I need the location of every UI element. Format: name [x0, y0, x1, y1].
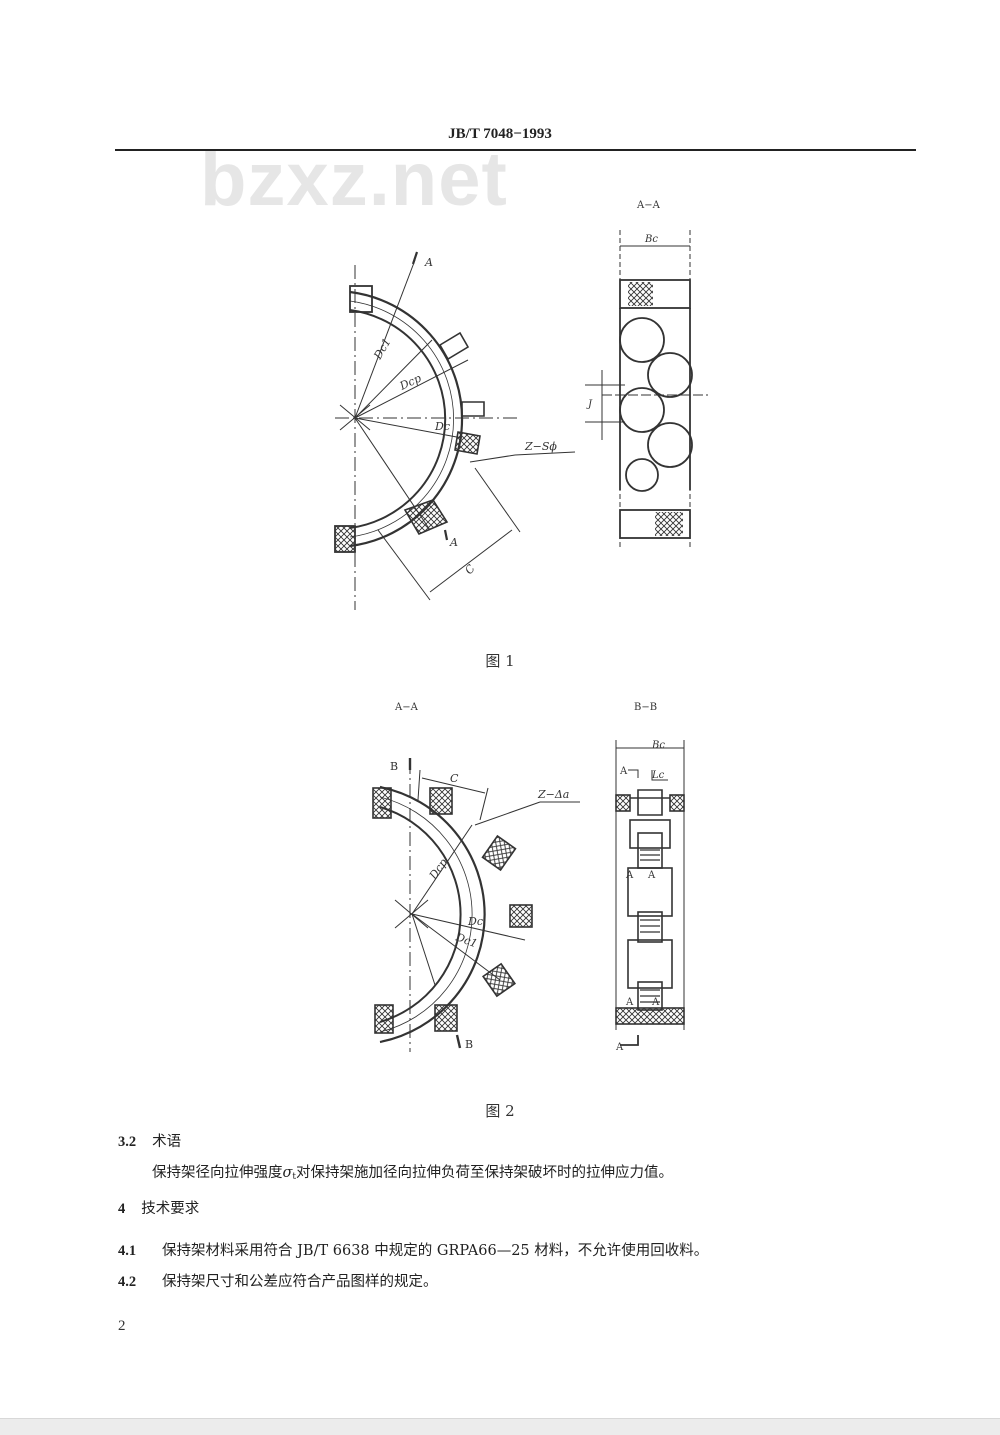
section-4-heading: 4 技术要求	[118, 1197, 199, 1218]
section-title: 技术要求	[141, 1201, 200, 1217]
figure-1-caption: 图 1	[485, 652, 515, 670]
figure-2-section-view: B−B Bc Lc A A A A	[590, 690, 710, 1060]
clause-number: 4.1	[118, 1243, 137, 1259]
dim-dc: Dc	[434, 420, 450, 433]
section-mark-b-top: B	[390, 760, 398, 773]
section-title: 术语	[152, 1134, 182, 1150]
dim-dc-fig2: Dc	[467, 915, 483, 928]
section-title-a-a-fig2: A−A	[394, 702, 419, 713]
dim-dc1: Dc1	[371, 336, 394, 362]
section-mark-a-1: A	[619, 766, 628, 777]
header-rule	[115, 149, 916, 151]
section-title-b-b: B−B	[634, 702, 657, 713]
figure-2-main-view: A−A B	[340, 690, 600, 1060]
definition-text: 对保持架施加径向拉伸负荷至保持架破坏时的拉伸应力值。	[296, 1165, 674, 1181]
dim-c-fig2: C	[450, 772, 459, 785]
watermark: bzxz.net	[200, 137, 508, 222]
callout-z-s: Z−Sϕ	[524, 440, 557, 453]
section-title-a-a: A−A	[636, 200, 661, 211]
callout-z-delta-a: Z−Δa	[537, 788, 569, 801]
dim-bc: Bc	[644, 234, 658, 245]
sigma-symbol: σ	[282, 1165, 293, 1181]
clause-number: 4.2	[118, 1274, 137, 1290]
section-mark-a-4: A	[625, 997, 634, 1008]
section-3-2-heading: 3.2 术语	[118, 1130, 181, 1151]
section-mark-a-3: A	[647, 870, 656, 881]
section-mark-a-5: A	[651, 997, 660, 1008]
figure-1-section-view: A−A Bc J	[580, 190, 710, 560]
clause-text: 保持架材料采用符合 JB/T 6638 中规定的 GRPA66—25 材料，不允…	[162, 1243, 709, 1259]
section-number: 3.2	[118, 1134, 137, 1150]
figure-2-caption: 图 2	[485, 1102, 515, 1120]
dim-lc: Lc	[651, 770, 665, 781]
section-mark-a-bottom: A	[449, 536, 458, 549]
section-mark-a-6: A	[615, 1042, 624, 1053]
dim-bc-fig2: Bc	[651, 740, 665, 751]
section-mark-a-top: A	[424, 256, 433, 269]
dim-j: J	[586, 399, 593, 410]
section-mark-a-2: A	[625, 870, 634, 881]
section-number: 4	[118, 1201, 126, 1217]
figure-1-main-view: A A Dc1 Dcp Dc C Z−Sϕ	[320, 240, 590, 620]
viewer-bottom-bar	[0, 1418, 1000, 1435]
section-3-2-definition: 保持架径向拉伸强度σt对保持架施加径向拉伸负荷至保持架破坏时的拉伸应力值。	[152, 1161, 673, 1182]
clause-4-2: 4.2 保持架尺寸和公差应符合产品图样的规定。	[118, 1270, 438, 1291]
definition-term: 保持架径向拉伸强度	[152, 1165, 283, 1181]
clause-4-1: 4.1 保持架材料采用符合 JB/T 6638 中规定的 GRPA66—25 材料…	[118, 1239, 708, 1260]
dim-c: C	[462, 562, 478, 577]
standard-code-header: JB/T 7048−1993	[448, 126, 552, 142]
clause-text: 保持架尺寸和公差应符合产品图样的规定。	[162, 1274, 438, 1290]
sigma-subscript: t	[292, 1172, 297, 1182]
page-number: 2	[118, 1318, 126, 1334]
section-mark-b-bottom: B	[465, 1038, 473, 1051]
